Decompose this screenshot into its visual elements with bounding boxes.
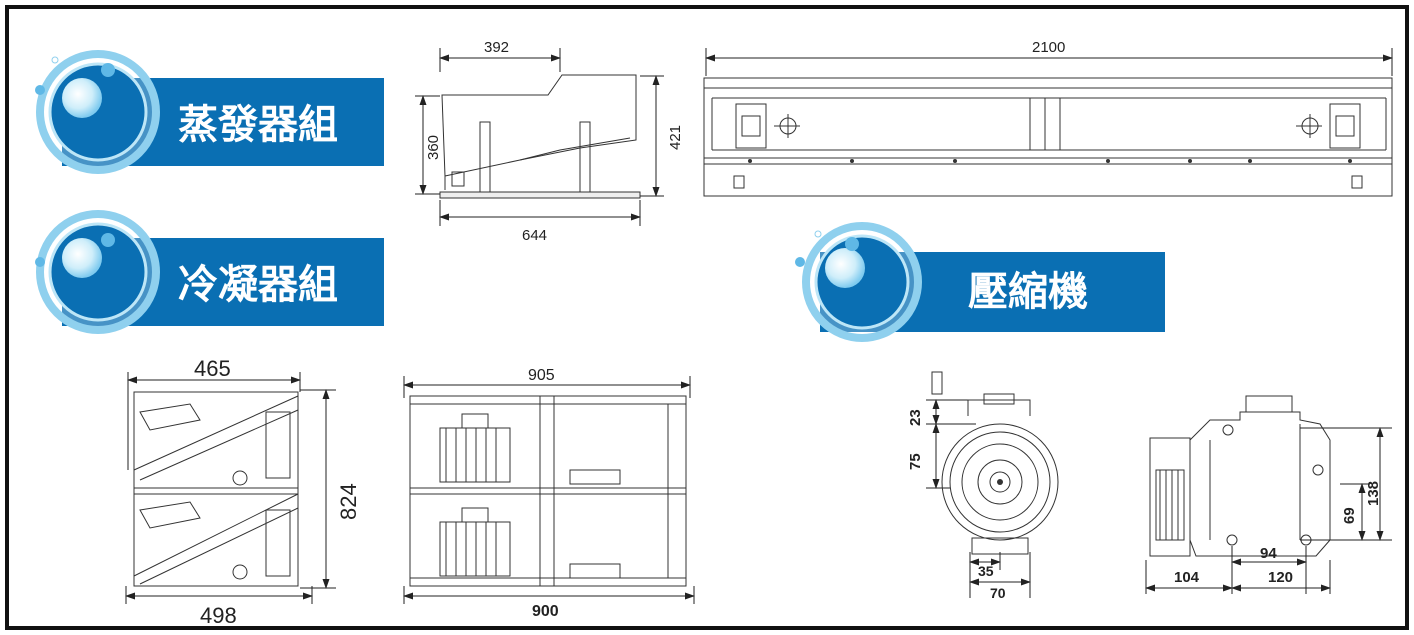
dim-94: 94 [1260,545,1277,562]
dim-104: 104 [1174,569,1200,586]
dim-2100: 2100 [1032,39,1065,56]
condenser-banner: 冷凝器組 [35,210,384,334]
bubble-icon [825,248,865,288]
dim-644: 644 [522,227,547,244]
bubble-icon [62,238,102,278]
dim-498: 498 [200,603,237,628]
compressor-front-view: 23 75 35 70 [907,371,1059,601]
dim-70: 70 [990,585,1006,601]
dim-138: 138 [1365,481,1382,506]
dim-905: 905 [528,367,555,384]
page-frame [5,5,1409,630]
bubble-icon [62,78,102,118]
dim-23: 23 [907,409,924,426]
evaporator-title: 蒸發器組 [178,102,338,148]
evaporator-banner: 蒸發器組 [35,50,384,174]
dim-69: 69 [1341,507,1358,524]
dim-421: 421 [667,125,684,150]
compressor-side-view: 138 69 94 104 120 [1145,395,1392,594]
condenser-front-view: 905 900 [403,367,695,620]
evaporator-front-view: 2100 [703,39,1393,197]
dim-824: 824 [336,483,361,520]
dim-900: 900 [532,603,559,620]
dim-392: 392 [484,39,509,56]
evaporator-side-view: 392 360 421 644 [415,39,684,244]
compressor-title: 壓縮機 [968,269,1088,315]
dim-75: 75 [907,453,924,470]
compressor-banner: 壓縮機 [795,222,1165,342]
dim-360: 360 [425,135,442,160]
condenser-side-view: 465 824 498 [125,356,361,628]
condenser-title: 冷凝器組 [178,262,338,308]
dim-35: 35 [978,563,994,579]
dim-465: 465 [194,356,231,381]
dim-120: 120 [1268,569,1293,586]
